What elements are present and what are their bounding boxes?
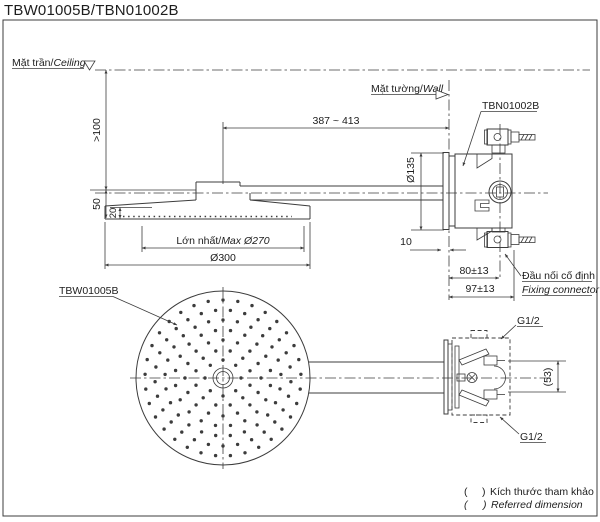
wall-flange-outer: [442, 152, 450, 230]
dim-head-diameter: Ø300: [104, 222, 311, 269]
bolt-head: [510, 234, 520, 245]
head-model-callout: TBW01005B: [59, 285, 178, 326]
svg-text:387 ~ 413: 387 ~ 413: [312, 115, 359, 127]
fixing-connector-callout: Đầu nối cố định Fixing connector: [504, 253, 600, 296]
wall-flange-inner: [448, 155, 456, 227]
thread-callout-top: G1/2: [500, 315, 543, 340]
bolt-thread: [518, 134, 536, 141]
note-paren-close-1: ): [482, 486, 486, 498]
notes: ( ) Kích thước tham khảo ( ) Referred di…: [464, 486, 594, 511]
page-title: TBW01005B/TBN01002B: [4, 2, 179, 19]
valve-assembly-plan: [443, 330, 511, 423]
shower-arm: [95, 185, 548, 201]
valve-model-label: TBN01002B: [482, 100, 539, 112]
valve-model-callout: TBN01002B: [462, 100, 539, 167]
valve-body: [454, 153, 513, 229]
valve-assembly-side: [442, 124, 536, 280]
concealed-valve-outline: [451, 337, 511, 416]
svg-text:50: 50: [91, 198, 103, 210]
svg-text:10: 10: [400, 236, 412, 248]
wall-direction-icon: [435, 89, 450, 100]
side-view: Mặt trần/Ceiling Mặt tường/Wall >100 50: [12, 57, 600, 326]
dim-arm-length: 387 ~ 413: [222, 115, 450, 184]
fixing-connector-label-en: Fixing connector: [522, 284, 600, 296]
note-paren-open-1: (: [464, 486, 468, 498]
svg-text:Ø135: Ø135: [405, 157, 417, 183]
thread-callout-bottom: G1/2: [499, 416, 546, 443]
shower-head-profile: [104, 181, 311, 220]
drawing-frame: [2, 19, 598, 517]
wall-label: Mặt tường/Wall: [371, 83, 444, 95]
dim-ceiling-clearance: >100: [90, 69, 196, 191]
svg-text:97±13: 97±13: [465, 283, 494, 295]
top-connector: [484, 128, 536, 154]
fixing-connector-label-vi: Đầu nối cố định: [522, 270, 595, 282]
dim-port-spacing: (53): [508, 360, 566, 393]
dim-flange-diameter: Ø135: [405, 152, 444, 231]
ceiling-datum-icon: [83, 60, 96, 71]
thread-top-label: G1/2: [517, 315, 540, 327]
svg-text:Ø300: Ø300: [210, 252, 236, 264]
bottom-connector: [484, 227, 536, 248]
bolt-thread: [518, 236, 536, 243]
max-spray-label: Lớn nhất/Max Ø270: [176, 235, 269, 247]
thread-bottom-label: G1/2: [520, 431, 543, 443]
svg-text:>100: >100: [91, 118, 103, 142]
svg-text:(53): (53): [542, 368, 554, 387]
dim-drop-50: 50: [91, 189, 108, 219]
plan-view: (53) G1/2 G1/2: [130, 287, 566, 469]
wall-datum: Mặt tường/Wall: [371, 80, 450, 300]
ceiling-datum: Mặt trần/Ceiling: [12, 57, 590, 71]
dim-depth-97: 97±13: [448, 250, 515, 301]
head-model-label: TBW01005B: [59, 285, 119, 297]
dim-depth-80: 80±13: [448, 265, 500, 280]
dim-edge-20: 20: [108, 207, 152, 219]
note-referred-dimension-en: Referred dimension: [491, 499, 583, 511]
note-paren-close-2: ): [481, 499, 487, 511]
svg-text:20: 20: [108, 208, 119, 219]
dim-wall-offset: 10: [400, 236, 466, 252]
svg-text:80±13: 80±13: [459, 265, 488, 277]
center-screw: [466, 372, 478, 383]
note-referred-dimension-vi: Kích thước tham khảo: [490, 486, 594, 498]
wall-flange-plan: [443, 339, 449, 415]
dim-max-spray: Lớn nhất/Max Ø270: [141, 226, 305, 252]
bottom-port-stub: [470, 414, 488, 423]
nozzle-pattern: [143, 298, 303, 458]
top-port-stub: [470, 330, 488, 339]
bolt-head: [510, 131, 520, 143]
ceiling-label: Mặt trần/Ceiling: [12, 57, 86, 69]
note-paren-open-2: (: [464, 499, 469, 511]
